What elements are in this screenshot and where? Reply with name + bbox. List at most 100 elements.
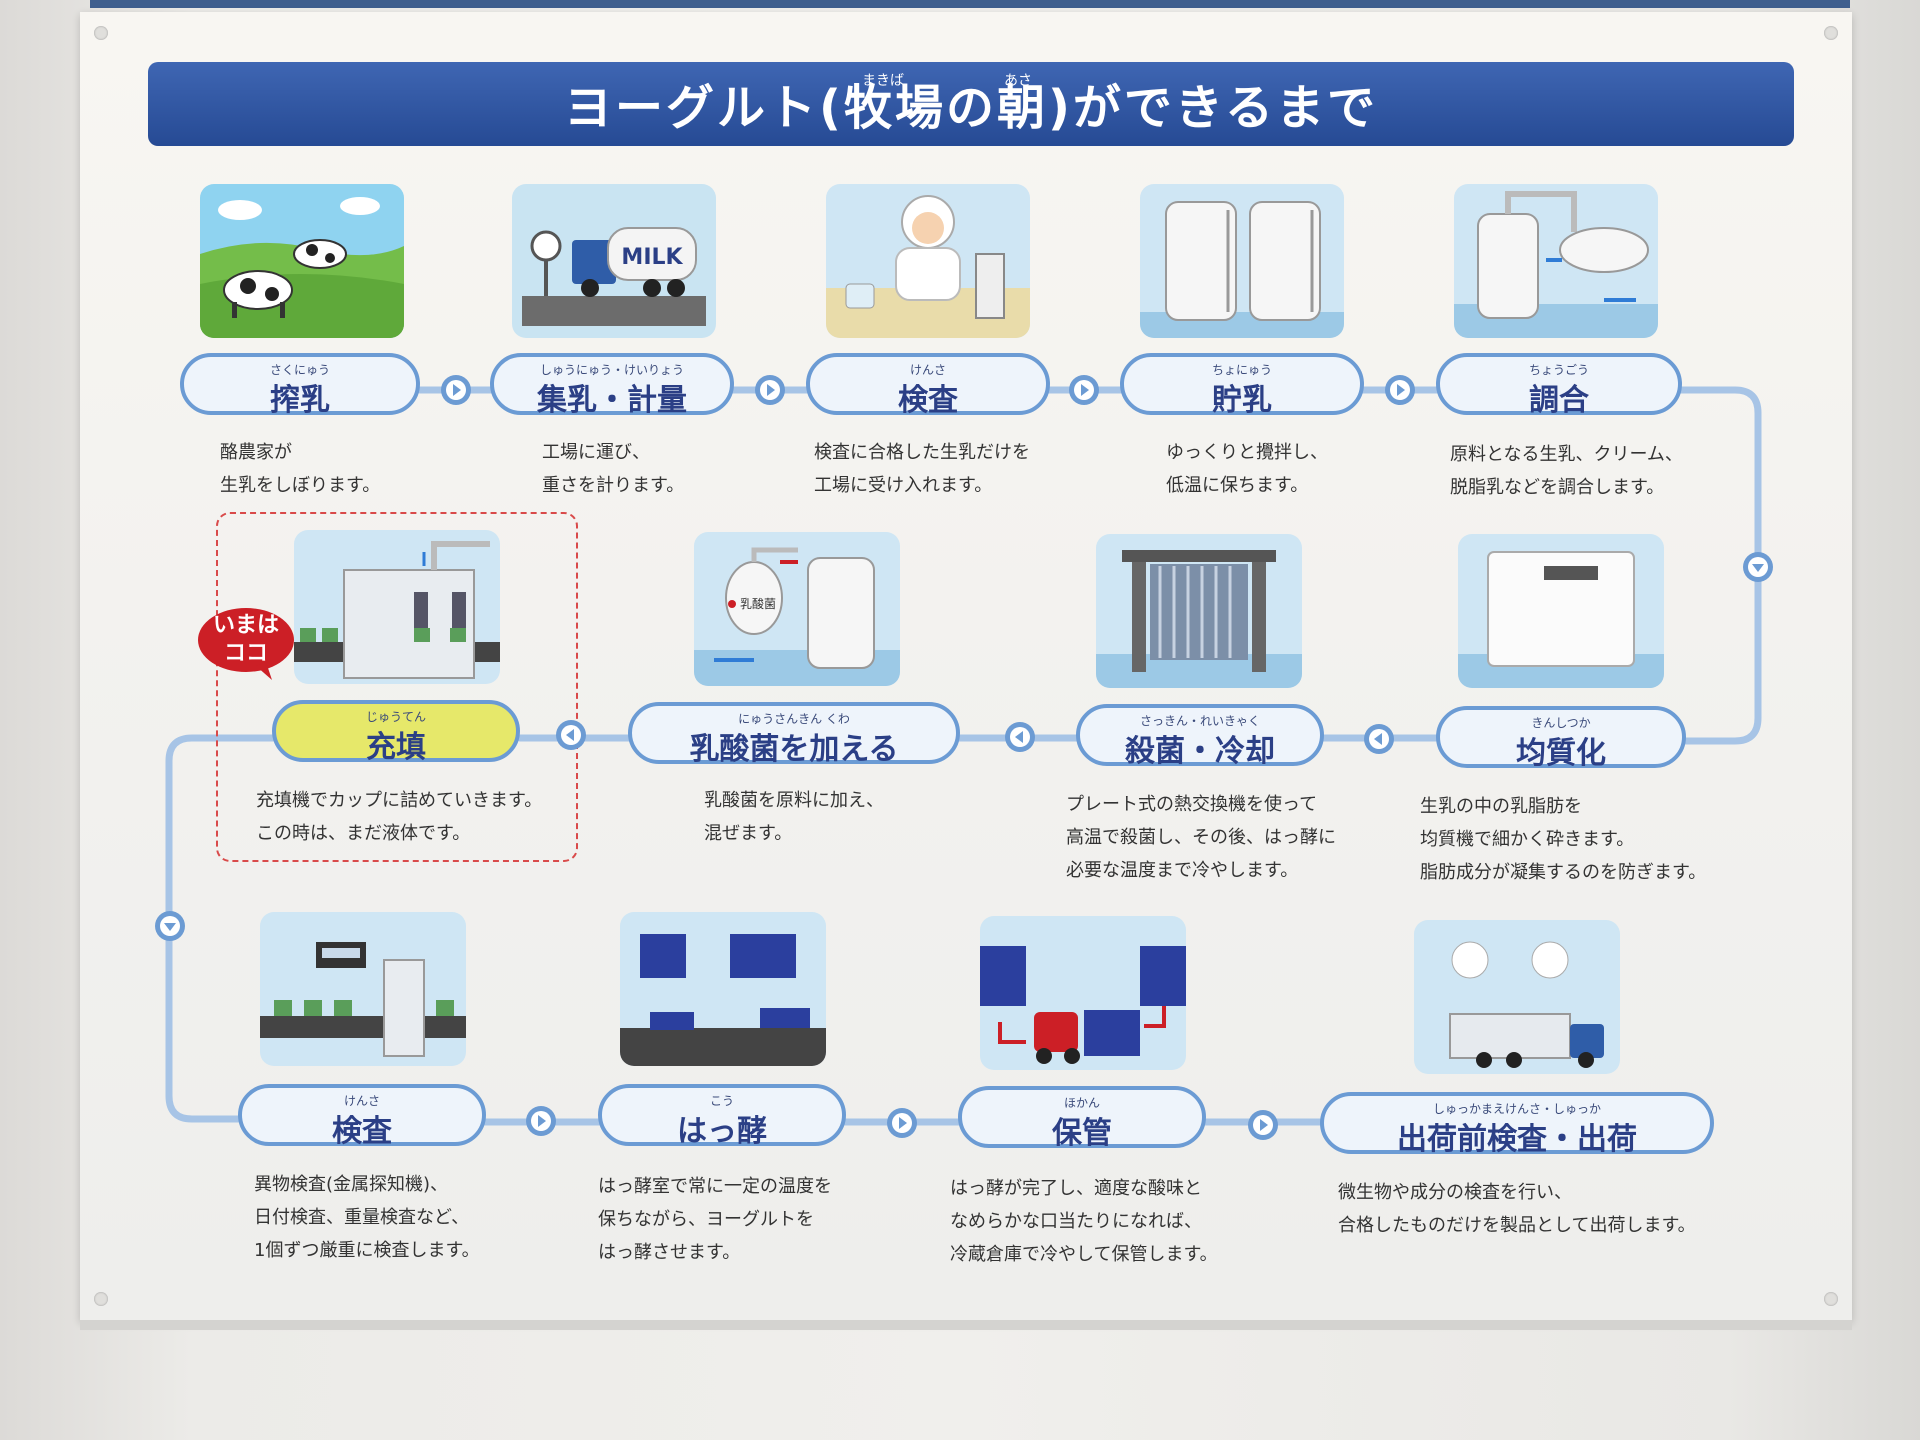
- screw: [94, 1292, 108, 1306]
- desc-line: 日付検査、重量検査など、: [254, 1207, 470, 1228]
- step-2-description: 工場に運び、 重さを計ります。: [542, 436, 684, 502]
- lactic-acid-tank-icon: 乳酸菌: [694, 532, 900, 686]
- desc-line: 均質機で細かく砕きます。: [1420, 829, 1635, 850]
- step-8-label: にゅうさんきん くわ 乳酸菌を加える: [628, 702, 960, 767]
- step-furigana: じゅうてん: [365, 710, 426, 724]
- flow-arrow-right-icon: [1385, 375, 1415, 405]
- step-4-illustration: [1140, 184, 1344, 338]
- step-furigana: けんさ: [343, 1094, 380, 1108]
- step-1-label: さくにゅう 搾乳: [180, 353, 420, 418]
- step-10-illustration: [260, 912, 466, 1066]
- step-furigana: けんさ: [909, 363, 946, 377]
- desc-line: なめらかな口当たりになれば、: [950, 1211, 1202, 1232]
- desc-line: 保ちながら、ヨーグルトを: [598, 1209, 814, 1230]
- current-step-highlight-frame: [216, 512, 578, 862]
- step-7-label: さっきん・れいきゃく 殺菌・冷却: [1076, 704, 1324, 769]
- step-9-illustration: [294, 530, 500, 684]
- flow-arrow-down-icon: [155, 911, 185, 941]
- desc-line: はっ酵が完了し、適度な酸味と: [950, 1178, 1202, 1199]
- step-name: 搾乳: [270, 383, 330, 418]
- desc-line: 合格したものだけを製品として出荷します。: [1338, 1215, 1696, 1236]
- desc-line: 酪農家が: [220, 442, 292, 463]
- step-6-label: きんしつか 均質化: [1436, 706, 1686, 771]
- desc-line: はっ酵させます。: [598, 1242, 741, 1263]
- desc-line: 検査に合格した生乳だけを: [814, 442, 1030, 463]
- step-12-illustration: [980, 916, 1186, 1070]
- step-name: 充填: [366, 730, 426, 765]
- step-10-label: けんさ 検査: [238, 1084, 486, 1149]
- step-13-label: しゅっかまえけんさ・しゅっか 出荷前検査・出荷: [1320, 1092, 1714, 1157]
- title-furigana: あさ: [1004, 73, 1032, 89]
- screw: [1824, 26, 1838, 40]
- step-11-illustration: [620, 912, 826, 1066]
- flow-arrow-right-icon: [755, 375, 785, 405]
- step-4-description: ゆっくりと攪拌し、 低温に保ちます。: [1166, 436, 1328, 502]
- flow-arrow-down-icon: [1743, 552, 1773, 582]
- fermentation-room-icon: [620, 912, 826, 1066]
- step-10-description: 異物検査(金属探知機)、 日付検査、重量検査など、 1個ずつ厳重に検査します。: [254, 1168, 480, 1267]
- heat-exchanger-icon: [1096, 534, 1302, 688]
- tank-label: 乳酸菌: [740, 596, 776, 611]
- step-name: 貯乳: [1212, 383, 1272, 418]
- cows-pasture-icon: [200, 184, 404, 338]
- flow-arrow-left-icon: [1005, 722, 1035, 752]
- title-bar: まきば あさ ヨーグルト(牧場の朝)ができるまで: [148, 62, 1794, 146]
- desc-line: 原料となる生乳、クリーム、: [1450, 444, 1683, 465]
- milk-truck-scale-icon: MILK: [512, 184, 716, 338]
- desc-line: 脱脂乳などを調合します。: [1450, 477, 1665, 498]
- desc-line: 生乳をしぼります。: [220, 475, 381, 496]
- title-furigana: まきば: [862, 73, 904, 89]
- truck-label: MILK: [621, 245, 683, 270]
- step-furigana: こう: [709, 1094, 734, 1108]
- current-location-bubble: [198, 608, 294, 680]
- desc-line: はっ酵室で常に一定の温度を: [598, 1176, 832, 1197]
- step-13-illustration: [1414, 920, 1620, 1074]
- filling-machine-icon: [294, 530, 500, 684]
- desc-line: 必要な温度まで冷やします。: [1066, 860, 1299, 881]
- desc-line: ゆっくりと攪拌し、: [1166, 442, 1328, 463]
- step-name: 保管: [1052, 1116, 1112, 1151]
- step-9-label-current: じゅうてん 充填: [272, 700, 520, 765]
- desc-line: 工場に受け入れます。: [814, 475, 993, 496]
- step-1-illustration: [200, 184, 404, 338]
- step-5-label: ちょうごう 調合: [1436, 353, 1682, 418]
- step-2-label: しゅうにゅう・けいりょう 集乳・計量: [490, 353, 734, 418]
- step-13-description: 微生物や成分の検査を行い、 合格したものだけを製品として出荷します。: [1338, 1176, 1696, 1242]
- step-2-illustration: MILK: [512, 184, 716, 338]
- desc-line: 充填機でカップに詰めていきます。: [256, 790, 543, 811]
- homogenizer-icon: [1458, 534, 1664, 688]
- desc-line: 重さを計ります。: [542, 475, 685, 496]
- step-5-illustration: [1454, 184, 1658, 338]
- top-frame-strip: [90, 0, 1850, 8]
- step-8-description: 乳酸菌を原料に加え、 混ぜます。: [704, 784, 884, 850]
- shipping-truck-icon: [1414, 920, 1620, 1074]
- storage-tanks-icon: [1140, 184, 1344, 338]
- page-title: ヨーグルト(牧場の朝)ができるまで: [564, 80, 1378, 136]
- flow-arrow-right-icon: [887, 1108, 917, 1138]
- desc-line: 微生物や成分の検査を行い、: [1338, 1182, 1572, 1203]
- flow-arrow-right-icon: [441, 375, 471, 405]
- step-8-illustration: 乳酸菌: [694, 532, 900, 686]
- step-11-description: はっ酵室で常に一定の温度を 保ちながら、ヨーグルトを はっ酵させます。: [598, 1170, 832, 1269]
- step-name: 調合: [1529, 383, 1589, 418]
- step-7-description: プレート式の熱交換機を使って 高温で殺菌し、その後、はっ酵に 必要な温度まで冷や…: [1066, 788, 1336, 887]
- desc-line: 高温で殺菌し、その後、はっ酵に: [1066, 827, 1336, 848]
- step-6-description: 生乳の中の乳脂肪を 均質機で細かく砕きます。 脂肪成分が凝集するのを防ぎます。: [1420, 790, 1706, 889]
- desc-line: 乳酸菌を原料に加え、: [704, 790, 884, 811]
- step-name: 殺菌・冷却: [1125, 734, 1275, 769]
- desc-line: 工場に運び、: [542, 442, 650, 463]
- desc-line: 生乳の中の乳脂肪を: [1420, 796, 1582, 817]
- step-name: 出荷前検査・出荷: [1397, 1122, 1637, 1157]
- step-12-description: はっ酵が完了し、適度な酸味と なめらかな口当たりになれば、 冷蔵倉庫で冷やして保…: [950, 1172, 1218, 1271]
- step-furigana: ちょにゅう: [1211, 363, 1272, 377]
- board-edge: [80, 1320, 1852, 1330]
- flow-arrow-left-icon: [1364, 724, 1394, 754]
- desc-line: 混ぜます。: [704, 823, 793, 844]
- step-1-description: 酪農家が 生乳をしぼります。: [220, 436, 380, 502]
- step-furigana: ほかん: [1063, 1096, 1100, 1110]
- step-7-illustration: [1096, 534, 1302, 688]
- step-furigana: しゅうにゅう・けいりょう: [539, 363, 684, 377]
- step-furigana: ちょうごう: [1528, 363, 1589, 377]
- screw: [1824, 1292, 1838, 1306]
- step-name: 集乳・計量: [537, 383, 687, 418]
